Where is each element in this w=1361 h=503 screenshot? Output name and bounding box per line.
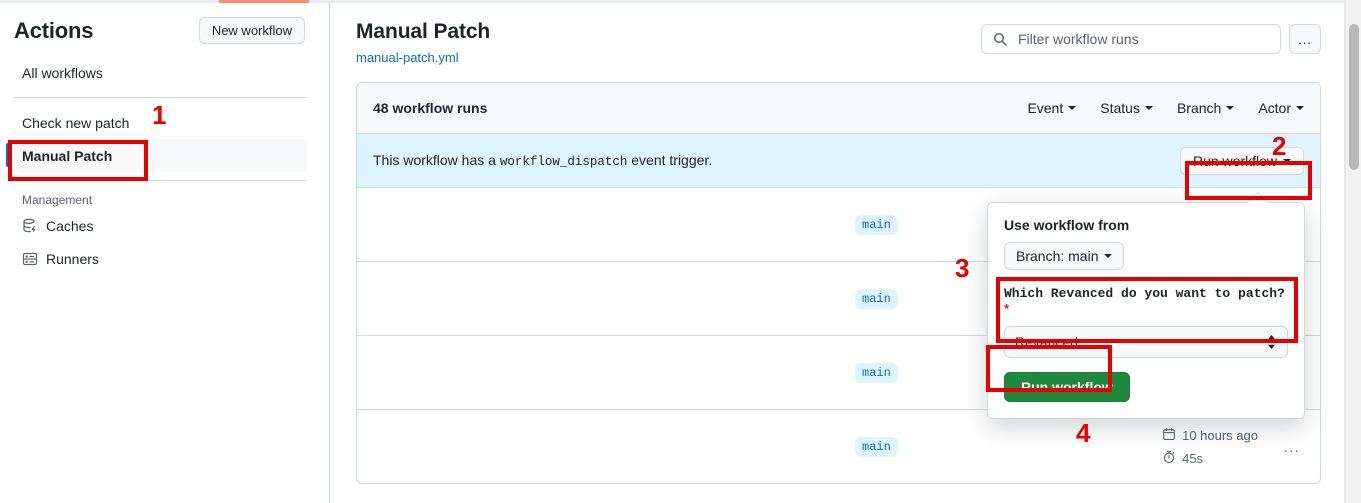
content-right-edge xyxy=(1344,0,1345,503)
filter-branch-label: Branch xyxy=(1176,100,1222,117)
sidebar-item-manual-patch[interactable]: Manual Patch xyxy=(6,139,307,172)
workflow-runs-filters: Event Status Branch Actor xyxy=(1027,100,1304,116)
run-workflow-popover: Use workflow from Branch: main Which Rev… xyxy=(987,202,1305,419)
workflow-file-link[interactable]: manual-patch.yml xyxy=(356,50,459,66)
filter-status[interactable]: Status xyxy=(1100,100,1153,116)
branch-badge[interactable]: main xyxy=(855,436,898,457)
filter-status-label: Status xyxy=(1100,100,1140,117)
revanced-select[interactable]: Revanced xyxy=(1004,326,1288,358)
search-input[interactable] xyxy=(1016,30,1270,48)
filter-workflow-runs-box[interactable] xyxy=(981,24,1281,54)
stopwatch-icon xyxy=(1162,450,1176,467)
page-load-progress-track xyxy=(0,0,1345,3)
chevron-down-icon xyxy=(1296,106,1304,111)
filter-event-label: Event xyxy=(1027,100,1064,117)
chevron-down-icon xyxy=(1144,106,1153,111)
run-workflow-dropdown-button[interactable]: Run workflow xyxy=(1179,146,1304,175)
chevron-down-icon xyxy=(1226,106,1235,111)
run-workflow-label: Run workflow xyxy=(1192,152,1277,169)
server-icon xyxy=(22,251,38,267)
sidebar-nav: All workflows Check new patch Manual Pat… xyxy=(0,56,329,275)
workflow-input-label: Which Revanced do you want to patch? * xyxy=(1004,286,1288,317)
sidebar-item-check-new-patch[interactable]: Check new patch xyxy=(14,106,307,139)
sidebar-item-all-workflows[interactable]: All workflows xyxy=(14,56,307,89)
dispatch-event-code: workflow_dispatch xyxy=(499,155,628,170)
more-options-button[interactable]: ... xyxy=(1289,24,1321,54)
chevron-down-icon xyxy=(1068,106,1077,111)
revanced-select-value: Revanced xyxy=(1015,334,1079,350)
table-row[interactable]: main xyxy=(357,188,1320,263)
workflow-runs-count: 48 workflow runs xyxy=(373,100,488,117)
sidebar-item-label: All workflows xyxy=(22,64,103,81)
header-actions: ... xyxy=(981,24,1321,54)
vertical-scrollbar[interactable] xyxy=(1345,0,1361,503)
page-load-progress-fill xyxy=(219,0,309,3)
table-row[interactable]: main xyxy=(357,262,1320,337)
sidebar-item-label: Caches xyxy=(46,217,94,234)
sidebar-item-label: Check new patch xyxy=(22,114,130,131)
required-marker: * xyxy=(1004,301,1010,316)
calendar-icon xyxy=(1162,427,1176,444)
branch-select-button[interactable]: Branch: main xyxy=(1004,242,1125,270)
sidebar-header: Actions New workflow xyxy=(0,3,329,52)
main-header: Manual Patch manual-patch.yml ... xyxy=(331,3,1345,65)
run-meta: 10 hours ago 45s xyxy=(1162,427,1258,467)
filter-branch[interactable]: Branch xyxy=(1176,100,1235,117)
run-timestamp-text: 10 hours ago xyxy=(1182,427,1258,443)
search-icon xyxy=(992,31,1008,47)
branch-badge[interactable]: main xyxy=(855,288,898,309)
chevron-down-icon xyxy=(1104,254,1113,258)
main-content: Manual Patch manual-patch.yml ... xyxy=(331,3,1345,503)
sidebar-title: Actions xyxy=(14,17,94,43)
stepper-icon xyxy=(1266,333,1277,351)
filter-event[interactable]: Event xyxy=(1027,100,1077,117)
sidebar-divider xyxy=(14,97,307,98)
sidebar-item-caches[interactable]: Caches xyxy=(14,209,307,242)
branch-select-label: Branch: main xyxy=(1016,248,1099,264)
sidebar-item-label: Runners xyxy=(46,250,99,267)
vertical-scrollbar-thumb[interactable] xyxy=(1349,24,1359,170)
run-duration: 45s xyxy=(1162,450,1203,467)
table-row[interactable]: main 10 hours ago xyxy=(357,410,1320,483)
new-workflow-button[interactable]: New workflow xyxy=(198,17,305,44)
sidebar-item-runners[interactable]: Runners xyxy=(14,242,307,275)
page-heading-block: Manual Patch manual-patch.yml xyxy=(356,19,490,65)
branch-badge[interactable]: main xyxy=(855,214,898,235)
sidebar-item-label: Manual Patch xyxy=(22,147,113,164)
sidebar-group-management: Management xyxy=(22,193,93,207)
workflow-runs-header: 48 workflow runs Event Status Branch xyxy=(357,83,1320,135)
chevron-down-icon xyxy=(1283,158,1291,163)
branch-badge[interactable]: main xyxy=(855,362,898,383)
dispatch-banner-text: This workflow has a workflow_dispatch ev… xyxy=(373,152,712,169)
dispatch-text-before: This workflow has a xyxy=(373,152,496,169)
run-timestamp: 10 hours ago xyxy=(1162,427,1258,444)
row-more-options-button[interactable]: ... xyxy=(1283,438,1300,455)
workflow-dispatch-banner: This workflow has a workflow_dispatch ev… xyxy=(357,134,1320,189)
submit-run-workflow-button[interactable]: Run workflow xyxy=(1004,372,1130,402)
filter-actor[interactable]: Actor xyxy=(1258,100,1304,116)
page-title: Manual Patch xyxy=(356,20,491,43)
use-workflow-from-label: Use workflow from xyxy=(1004,217,1130,233)
database-icon xyxy=(22,218,38,234)
run-duration-text: 45s xyxy=(1182,450,1204,466)
sidebar: Actions New workflow All workflows Check… xyxy=(0,3,330,503)
dispatch-text-after: event trigger. xyxy=(631,152,713,169)
sidebar-divider xyxy=(14,180,307,181)
filter-actor-label: Actor xyxy=(1258,100,1291,117)
workflow-input-label-text: Which Revanced do you want to patch? xyxy=(1004,286,1285,301)
